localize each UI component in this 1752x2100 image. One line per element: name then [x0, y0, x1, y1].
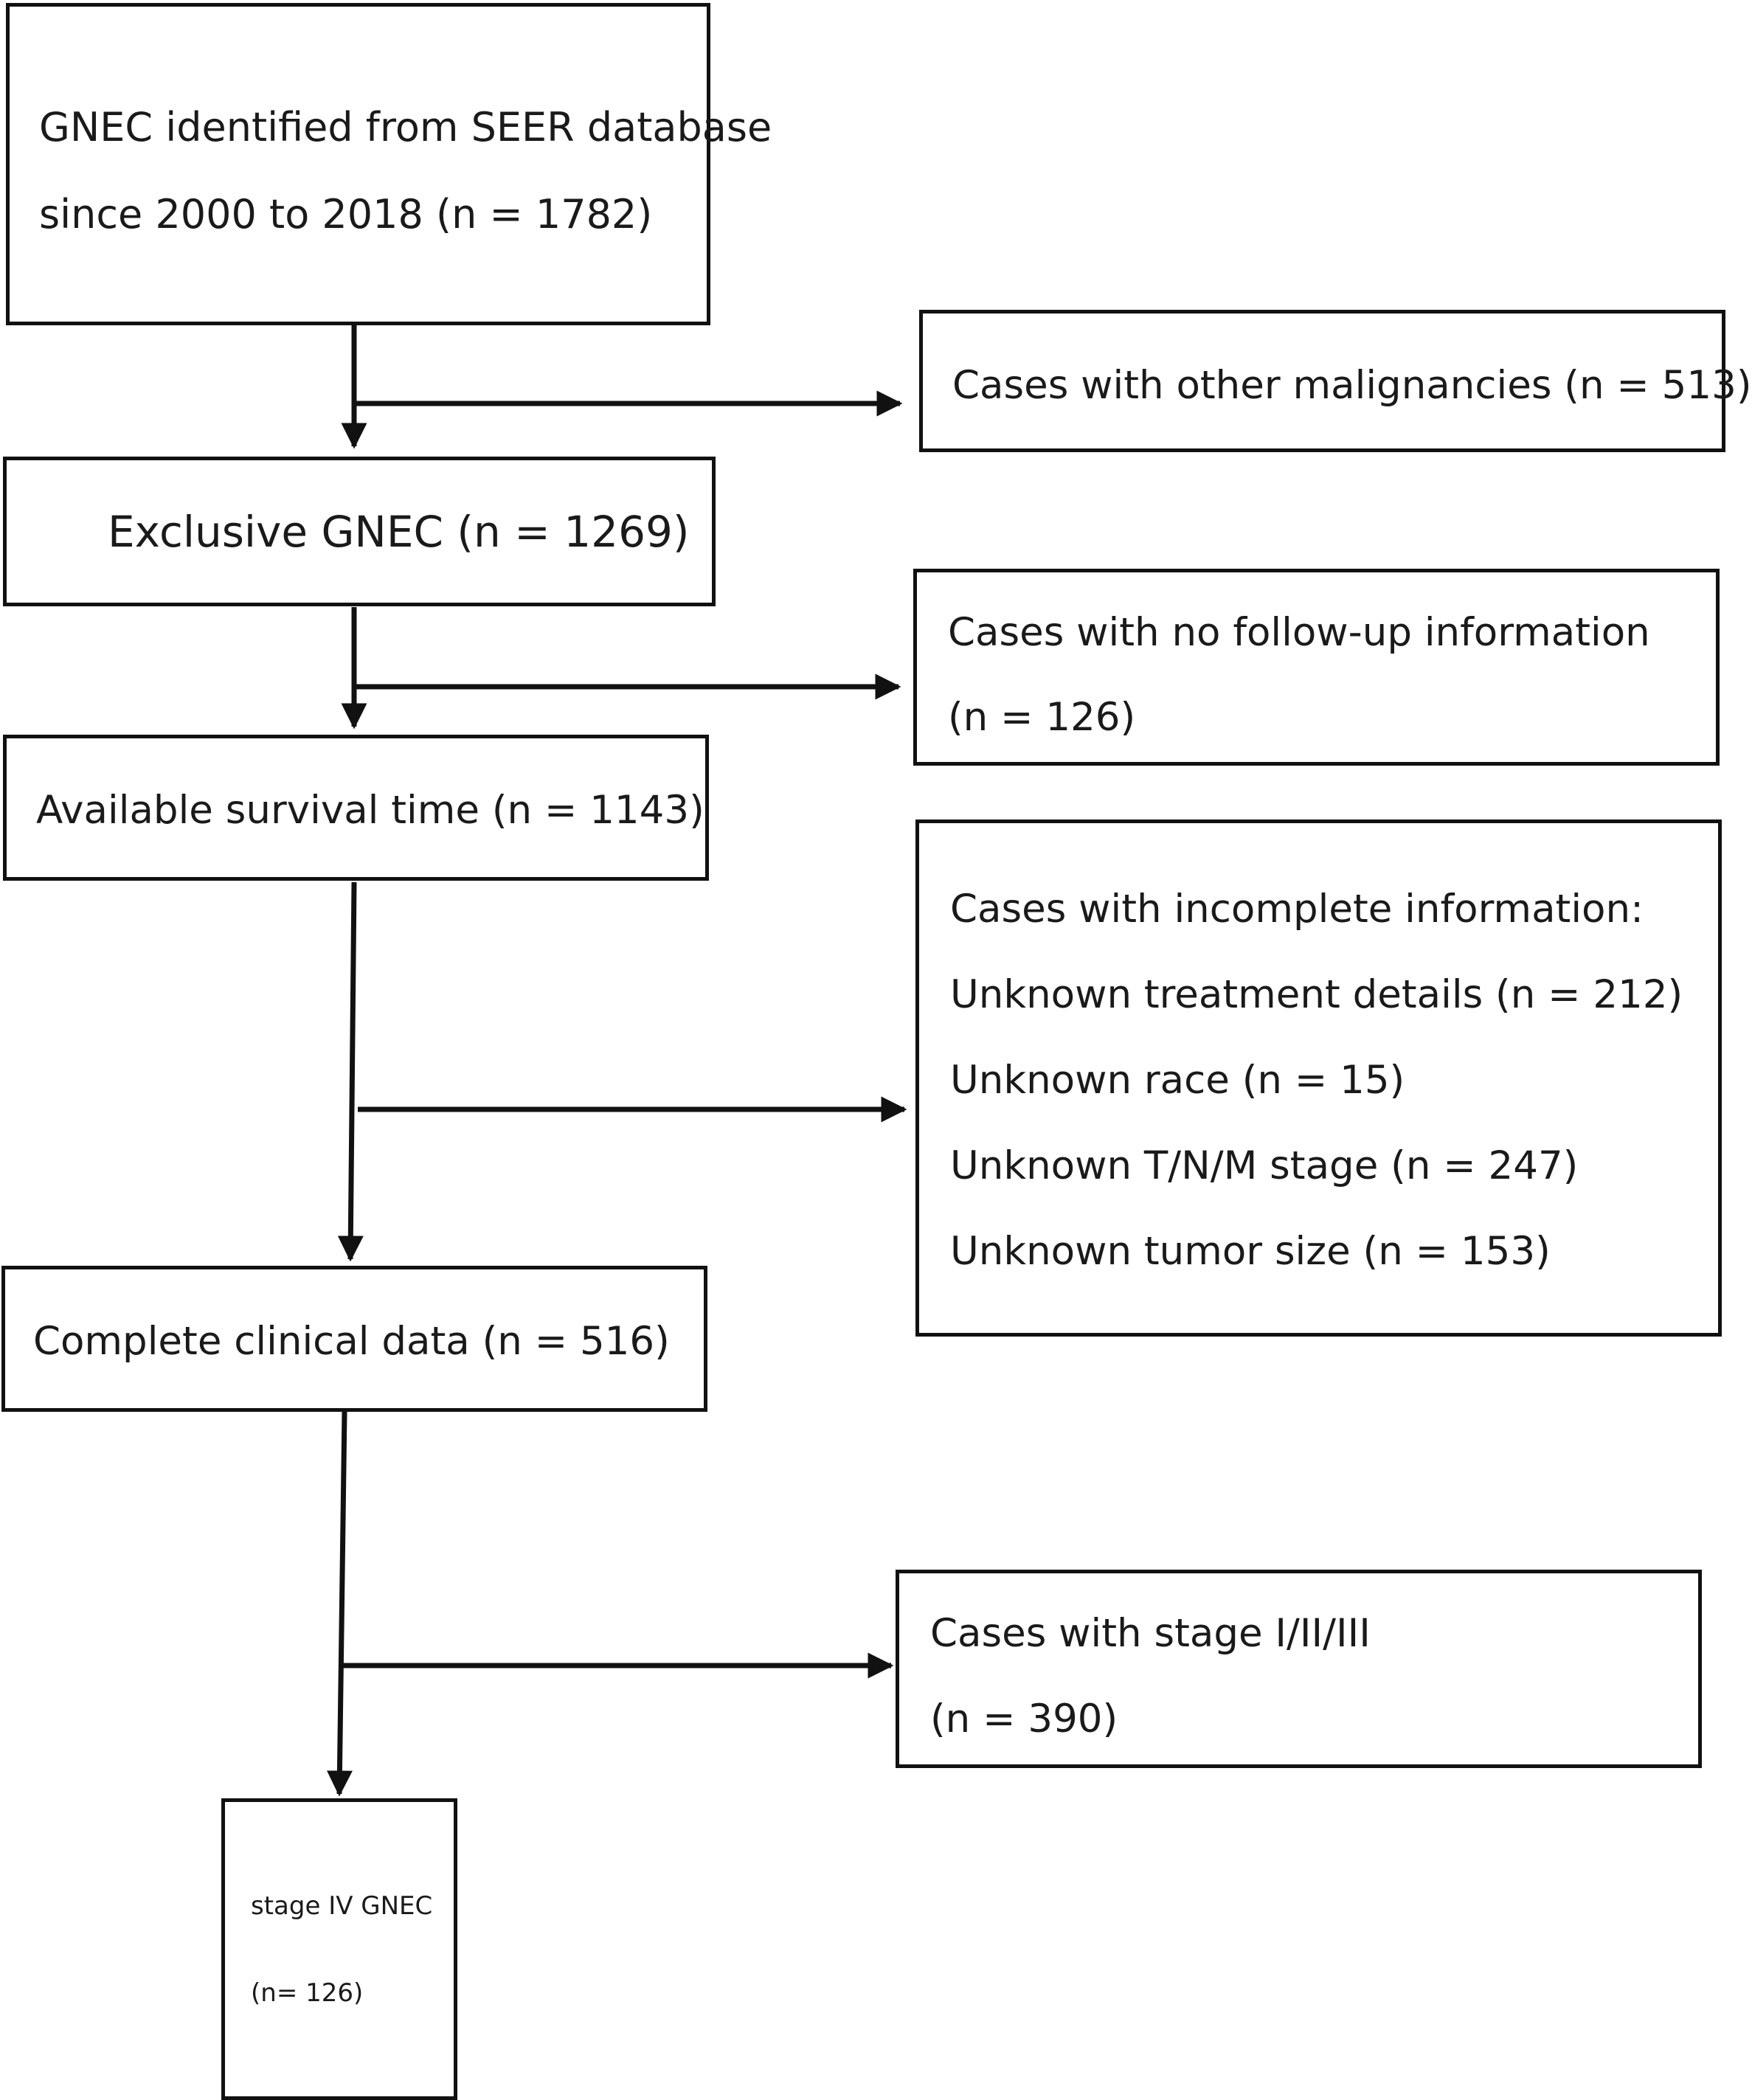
box-incomplete: Cases with incomplete information: Unkno… [915, 819, 1722, 1337]
box-stage-iv-line-1: stage IV GNEC [251, 1891, 433, 1921]
box-no-followup-line-1: Cases with no follow-up information [948, 610, 1650, 655]
box-survival: Available survival time (n = 1143) [3, 735, 709, 881]
box-no-followup: Cases with no follow-up information (n =… [913, 569, 1720, 766]
box-stage-iv-line-2: (n= 126) [251, 1978, 364, 2008]
box-incomplete-line-2: Unknown treatment details (n = 212) [950, 972, 1683, 1017]
box-incomplete-line-5: Unknown tumor size (n = 153) [950, 1229, 1551, 1274]
box-identified-line-1: GNEC identified from SEER database [39, 104, 772, 150]
box-incomplete-line-3: Unknown race (n = 15) [950, 1058, 1405, 1103]
box-exclusive: Exclusive GNEC (n = 1269) [3, 457, 716, 606]
box-stage-123-line-1: Cases with stage I/II/III [930, 1611, 1371, 1656]
box-stage-123: Cases with stage I/II/III (n = 390) [896, 1570, 1702, 1768]
box-other-malignancies-line-1: Cases with other malignancies (n = 513) [952, 363, 1752, 408]
box-stage-123-line-2: (n = 390) [930, 1697, 1118, 1742]
box-identified-line-2: since 2000 to 2018 (n = 1782) [39, 191, 653, 238]
box-exclusive-line-1: Exclusive GNEC (n = 1269) [108, 507, 690, 557]
box-stage-iv: stage IV GNEC (n= 126) [221, 1798, 457, 2100]
box-no-followup-line-2: (n = 126) [948, 695, 1136, 740]
trunk-connector-4 [326, 1411, 353, 1797]
box-incomplete-line-4: Unknown T/N/M stage (n = 247) [950, 1143, 1579, 1188]
box-identified: GNEC identified from SEER database since… [6, 3, 772, 325]
box-other-malignancies: Cases with other malignancies (n = 513) [919, 310, 1752, 452]
box-complete: Complete clinical data (n = 516) [1, 1266, 707, 1412]
box-incomplete-line-1: Cases with incomplete information: [950, 887, 1644, 932]
box-survival-line-1: Available survival time (n = 1143) [36, 788, 704, 833]
box-complete-line-1: Complete clinical data (n = 516) [33, 1319, 670, 1364]
trunk-connector-3 [337, 881, 364, 1262]
